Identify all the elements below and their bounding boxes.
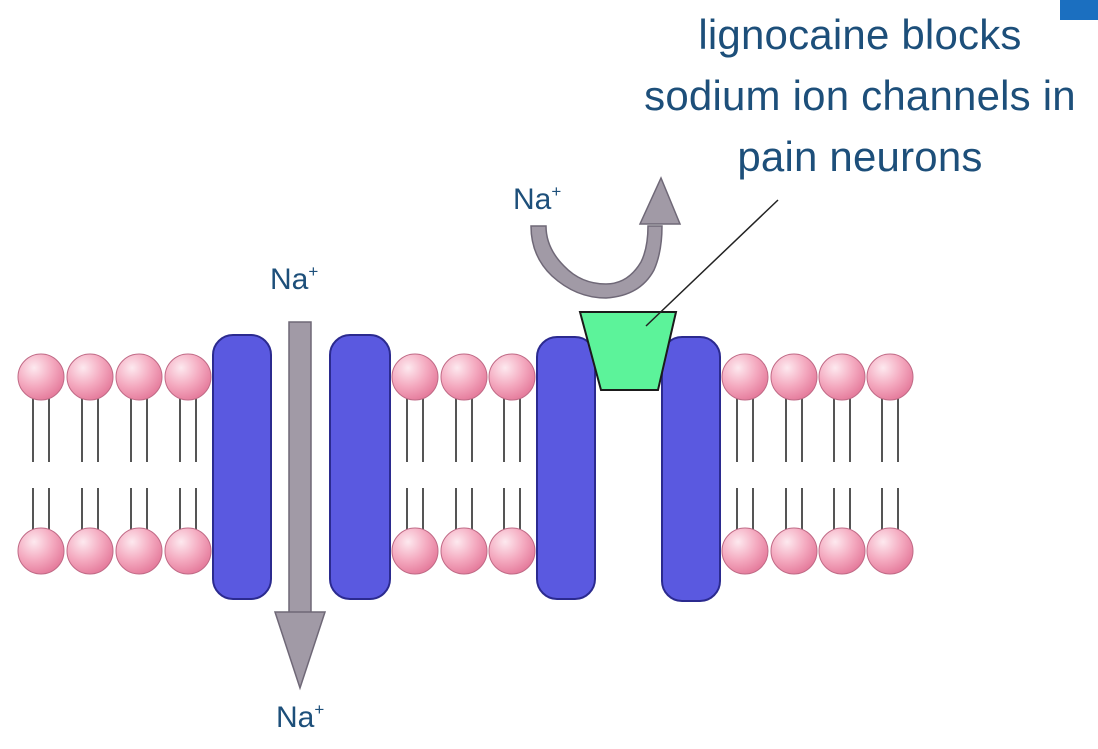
phospholipid	[392, 354, 438, 574]
channel-subunit	[213, 335, 271, 599]
lipid-head	[18, 354, 64, 400]
down-arrow-icon	[275, 322, 325, 688]
lipid-bilayer	[18, 354, 913, 574]
lipid-head	[441, 528, 487, 574]
lipid-head	[867, 354, 913, 400]
caption-line-2: sodium ion channels in	[600, 65, 1098, 126]
channel-subunit	[330, 335, 390, 599]
phospholipid	[722, 354, 768, 574]
phospholipid	[67, 354, 113, 574]
na-ion-label-top: Na+	[270, 262, 318, 297]
ion-symbol: Na	[270, 263, 308, 296]
phospholipid	[489, 354, 535, 574]
lipid-head	[116, 528, 162, 574]
phospholipid	[165, 354, 211, 574]
lipid-head	[819, 528, 865, 574]
ion-charge: +	[308, 262, 318, 281]
caption-text: lignocaine blocks sodium ion channels in…	[600, 4, 1098, 187]
channel-subunit	[537, 337, 595, 599]
lipid-head	[18, 528, 64, 574]
lipid-head	[867, 528, 913, 574]
phospholipid	[819, 354, 865, 574]
phospholipid	[441, 354, 487, 574]
ion-charge: +	[551, 182, 561, 201]
phospholipid	[771, 354, 817, 574]
ion-symbol: Na	[513, 183, 551, 216]
lipid-head	[819, 354, 865, 400]
lipid-head	[165, 354, 211, 400]
caption-line-3: pain neurons	[600, 126, 1098, 187]
lipid-head	[722, 528, 768, 574]
lipid-head	[165, 528, 211, 574]
lipid-head	[722, 354, 768, 400]
lipid-head	[489, 528, 535, 574]
channel-subunit	[662, 337, 720, 601]
phospholipid	[18, 354, 64, 574]
lipid-head	[771, 354, 817, 400]
lipid-head	[771, 528, 817, 574]
phospholipid	[867, 354, 913, 574]
na-ion-label-deflected: Na+	[513, 182, 561, 217]
lipid-head	[441, 354, 487, 400]
ion-charge: +	[314, 700, 324, 719]
phospholipid	[116, 354, 162, 574]
na-ion-label-bottom: Na+	[276, 700, 324, 735]
caption-line-1: lignocaine blocks	[600, 4, 1098, 65]
lipid-head	[392, 528, 438, 574]
lipid-head	[67, 528, 113, 574]
lipid-head	[116, 354, 162, 400]
lipid-head	[67, 354, 113, 400]
lipid-head	[489, 354, 535, 400]
lipid-head	[392, 354, 438, 400]
ion-symbol: Na	[276, 701, 314, 734]
